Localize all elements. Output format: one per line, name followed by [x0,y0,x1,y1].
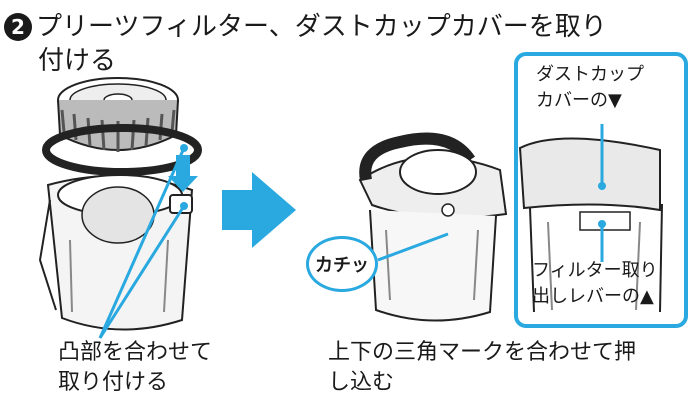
step-title-line1: プリーツフィルター、ダストカップカバーを取り [36,12,607,42]
callout-filter-lever-mark: フィルター取り 出しレバーの▲ [532,260,658,307]
zoom-callout-box [514,52,688,328]
caption-left: 凸部を合わせて 取り付ける [58,340,213,395]
step-title-line2: 付ける [38,46,117,76]
alignment-indicators [98,144,198,339]
click-sound-bubble: カチッ [306,236,378,292]
step-arrow-icon [222,172,296,248]
step-number-badge: 2 [4,13,32,41]
pleated-filter-illustration [42,77,202,176]
callout-dust-cup-cover-mark: ダストカップ カバーの▼ [536,64,644,111]
assembled-dust-cup-illustration [358,132,508,322]
dust-cup-illustration [38,174,194,331]
caption-right: 上下の三角マークを合わせて押 し込む [328,340,637,395]
click-sound-label: カチッ [315,255,369,276]
